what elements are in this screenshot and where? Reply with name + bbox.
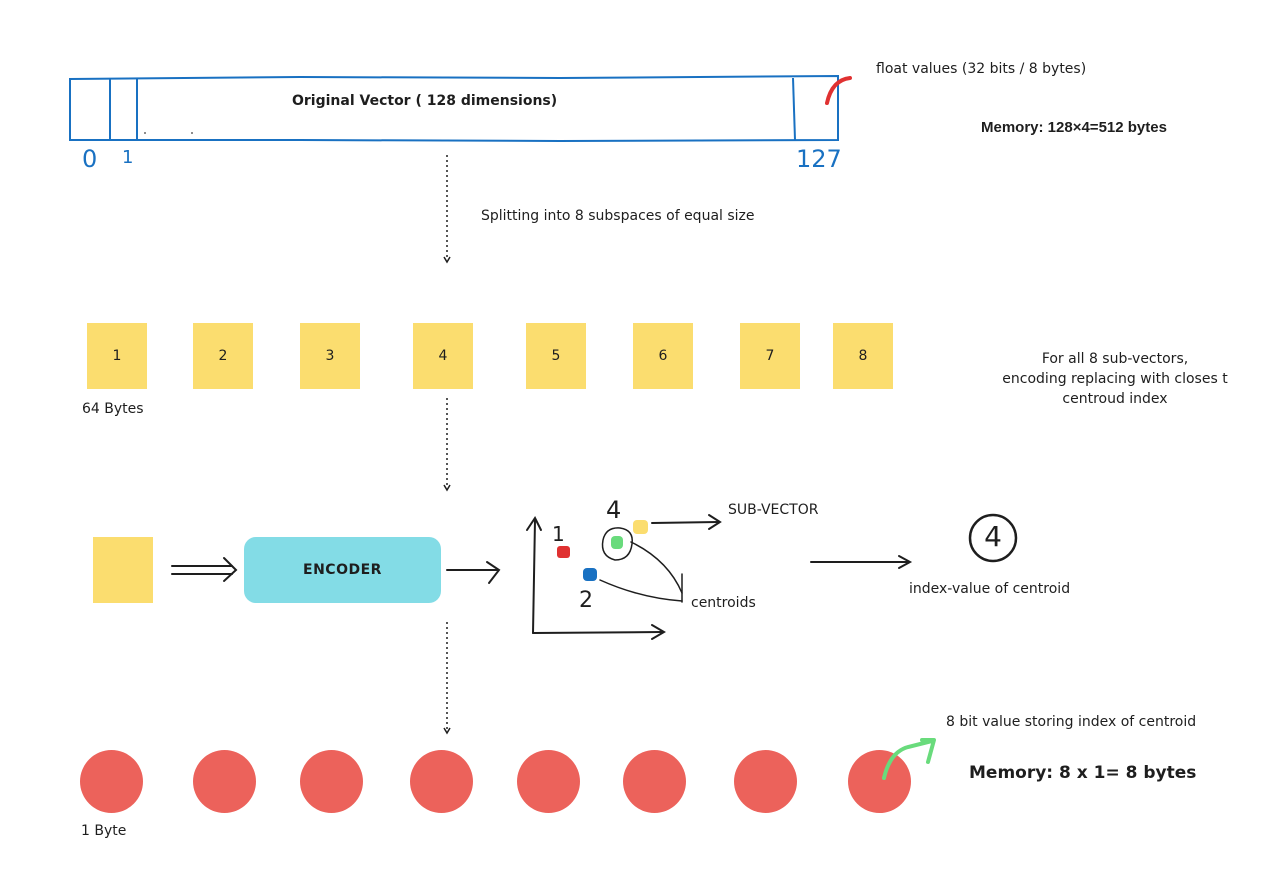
plot-label-one: 1 [552,522,565,546]
encoding-note-line: For all 8 sub-vectors, [1041,351,1189,367]
vector-index-start: 0 [82,145,98,173]
vector-title: Original Vector ( 128 dimensions) [292,93,558,109]
input-subvector-square [93,537,153,603]
bit-note: 8 bit value storing index of centroid [946,714,1197,730]
plot-label-four: 4 [606,496,622,524]
subvector-square: 2 [193,323,253,389]
encoded-byte-circle [734,750,797,813]
index-arrow [810,555,913,569]
encoding-note: For all 8 sub-vectors, encoding replacin… [970,349,1260,409]
vector-memory: Memory: 128×4=512 bytes [981,119,1167,136]
encoded-byte-circle [623,750,686,813]
output-arrow [443,622,451,735]
encoder-box: ENCODER [244,537,441,603]
point-yellow [633,520,648,534]
centroids-label: centroids [691,595,756,611]
point-blue [583,568,597,581]
encoding-note-line: centroud index [1062,391,1168,407]
index-note: index-value of centroid [909,581,1071,597]
vector-index-end: 127 [796,145,842,173]
index-circle [968,513,1018,563]
subvector-square: 5 [526,323,586,389]
vector-index-one: 1 [122,147,134,168]
split-note: Splitting into 8 subspaces of equal size [481,208,755,224]
subvector-square: 8 [833,323,893,389]
point-red [557,546,570,558]
subvector-size-note: 64 Bytes [82,401,144,417]
byte-note: 1 Byte [81,823,127,839]
output-memory: Memory: 8 x 1= 8 bytes [969,763,1197,783]
encoder-out-arrow [446,561,501,584]
encoding-note-line: encoding replacing with closes t [1002,371,1228,387]
subvector-square: 1 [87,323,147,389]
encoded-byte-circle [410,750,473,813]
encoded-byte-circle [80,750,143,813]
centroid-highlight [601,527,633,561]
encoded-byte-circle [193,750,256,813]
subvector-square: 7 [740,323,800,389]
index-result: 4 [984,520,1002,553]
subvector-square: 3 [300,323,360,389]
encoded-byte-circle [517,750,580,813]
subvector-square: 6 [633,323,693,389]
plot-axes [526,516,666,640]
centroid-pointer [599,541,683,603]
plot-label-two: 2 [579,588,593,613]
subvector-label: SUB-VECTOR [728,502,819,518]
split-arrow [443,155,451,264]
original-vector-box [69,74,839,143]
double-arrow [171,557,238,582]
subvector-square: 4 [413,323,473,389]
float-note: float values (32 bits / 8 bytes) [876,61,1087,77]
point-green [611,536,623,549]
encoded-byte-circle [848,750,911,813]
encode-arrow [443,398,451,492]
encoded-byte-circle [300,750,363,813]
float-pointer-arrow [825,76,852,105]
subvector-arrow [651,514,722,530]
